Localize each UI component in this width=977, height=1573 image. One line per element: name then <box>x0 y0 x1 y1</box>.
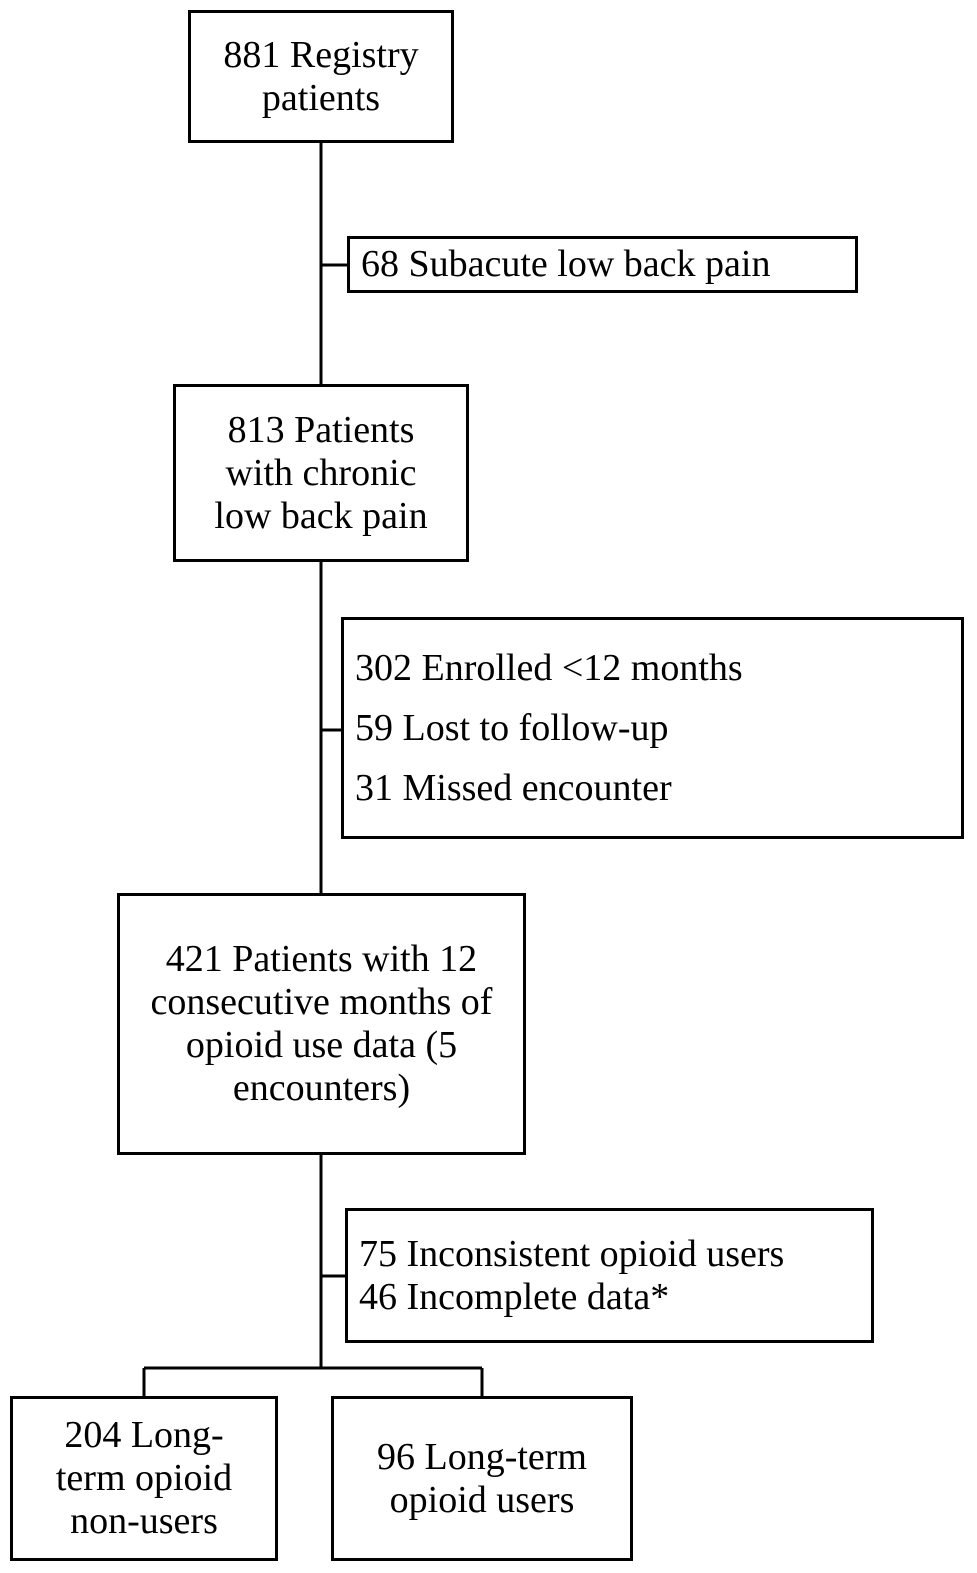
box-text-line: 59 Lost to follow-up <box>355 707 669 749</box>
box-text-line: 46 Incomplete data* <box>359 1275 670 1318</box>
box-text-line: 302 Enrolled <12 months <box>355 647 743 689</box>
box-text-line: opioid use data (5 <box>185 1024 458 1066</box>
box-text-line: with chronic <box>225 451 417 494</box>
box-text-line: low back pain <box>214 494 428 537</box>
chronic-low-back-pain-box: 813 Patients with chronic low back pain <box>173 384 469 562</box>
box-text-line: 813 Patients <box>227 408 415 451</box>
box-text-line: non-users <box>70 1500 218 1542</box>
box-text-line: consecutive months of <box>150 981 493 1023</box>
box-text-line: 204 Long- <box>64 1414 224 1456</box>
box-text-line: encounters) <box>232 1067 411 1109</box>
excluded-followup-box: 302 Enrolled <12 months 59 Lost to follo… <box>341 617 964 839</box>
box-text-line: patients <box>261 76 381 119</box>
box-text-line: opioid users <box>389 1478 575 1521</box>
excluded-opioid-box: 75 Inconsistent opioid users 46 Incomple… <box>345 1208 874 1343</box>
excluded-subacute-box: 68 Subacute low back pain <box>347 236 858 293</box>
registry-patients-box: 881 Registry patients <box>188 10 454 143</box>
opioid-users-box: 96 Long-term opioid users <box>331 1396 633 1561</box>
box-text-line: 68 Subacute low back pain <box>361 243 771 285</box>
box-text-line: term opioid <box>55 1457 233 1499</box>
box-text-line: 75 Inconsistent opioid users <box>359 1232 785 1275</box>
box-text-line: 881 Registry <box>223 33 419 76</box>
box-text-line: 421 Patients with 12 <box>165 938 478 980</box>
box-text-line: 96 Long-term <box>376 1435 587 1478</box>
box-text-line: 31 Missed encounter <box>355 767 672 809</box>
opioid-non-users-box: 204 Long- term opioid non-users <box>10 1396 278 1561</box>
twelve-months-data-box: 421 Patients with 12 consecutive months … <box>117 893 526 1155</box>
